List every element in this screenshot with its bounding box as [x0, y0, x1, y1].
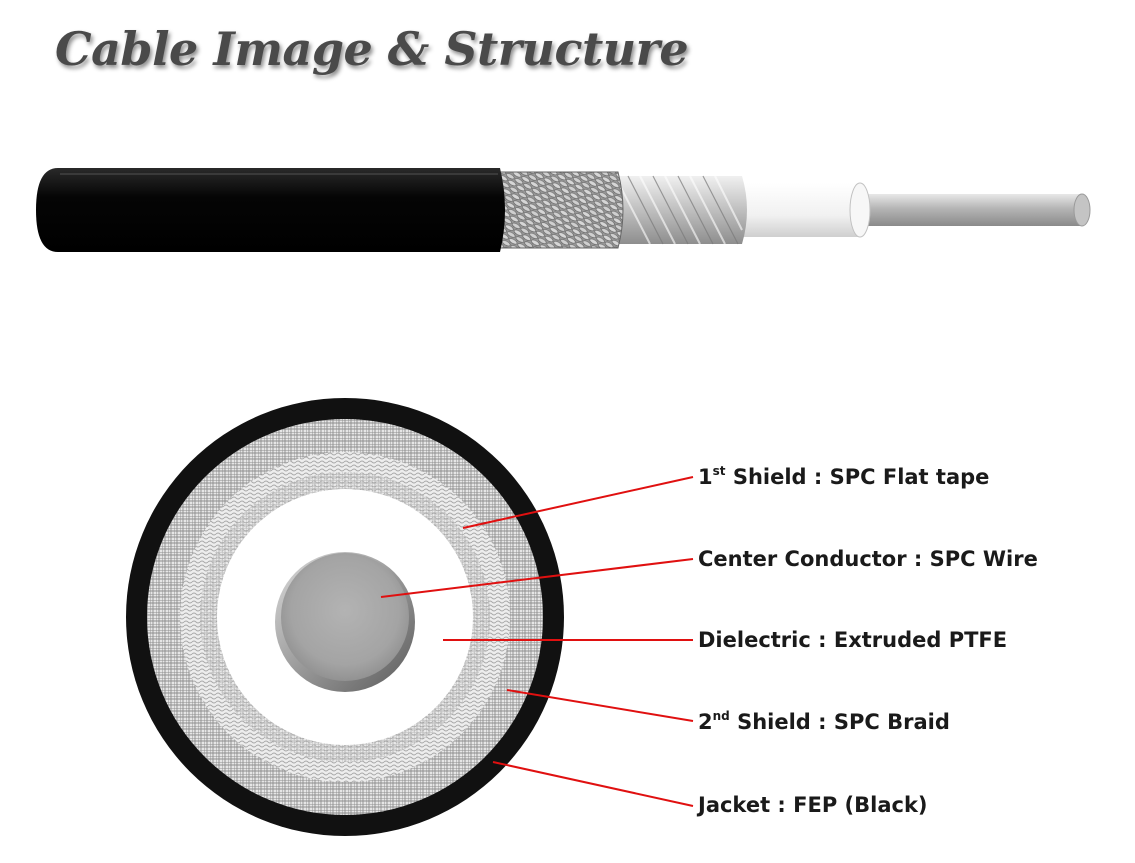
- label-jacket-name: Jacket: [698, 793, 771, 817]
- label-second-shield: 2nd Shield : SPC Braid: [698, 709, 950, 735]
- cable-side-view: [36, 168, 1091, 252]
- label-dielectric-separator: :: [810, 628, 834, 652]
- leader-jacket: [492, 761, 694, 807]
- label-first-shield-material: SPC Flat tape: [829, 465, 990, 489]
- side-braid-shield: [479, 171, 624, 249]
- section-center-conductor: [281, 553, 409, 681]
- label-first-shield: 1st Shield : SPC Flat tape: [698, 464, 989, 490]
- leader-lines: [380, 476, 694, 807]
- label-dielectric: Dielectric : Extruded PTFE: [698, 627, 1007, 653]
- side-dielectric: [730, 182, 871, 238]
- label-first-shield-ordinal: 1: [698, 465, 713, 489]
- label-center-conductor-material: SPC Wire: [929, 547, 1038, 571]
- label-second-shield-ordinal: 2: [698, 710, 713, 734]
- side-center-wire: [860, 193, 1091, 227]
- label-second-shield-material: SPC Braid: [833, 710, 950, 734]
- leader-first-shield: [462, 476, 694, 529]
- side-flat-tape-shield: [600, 175, 747, 245]
- page-title: Cable Image & Structure: [55, 22, 689, 76]
- label-jacket: Jacket : FEP (Black): [698, 792, 928, 818]
- label-jacket-material: FEP (Black): [793, 793, 928, 817]
- label-jacket-separator: :: [770, 793, 794, 817]
- label-center-conductor-name: Center Conductor: [698, 547, 907, 571]
- label-second-shield-name: Shield: [737, 710, 811, 734]
- cable-cross-section: [126, 398, 564, 836]
- label-first-shield-separator: :: [806, 465, 830, 489]
- label-second-shield-suffix: nd: [712, 709, 730, 723]
- side-jacket: [36, 168, 505, 252]
- label-dielectric-material: Extruded PTFE: [833, 628, 1008, 652]
- label-second-shield-separator: :: [810, 710, 834, 734]
- leader-center-conductor: [380, 558, 694, 598]
- label-center-conductor: Center Conductor : SPC Wire: [698, 546, 1038, 572]
- label-first-shield-name: Shield: [732, 465, 807, 489]
- leader-second-shield: [506, 689, 694, 722]
- label-dielectric-name: Dielectric: [698, 628, 811, 652]
- label-first-shield-suffix: st: [712, 464, 726, 478]
- label-center-conductor-separator: :: [906, 547, 930, 571]
